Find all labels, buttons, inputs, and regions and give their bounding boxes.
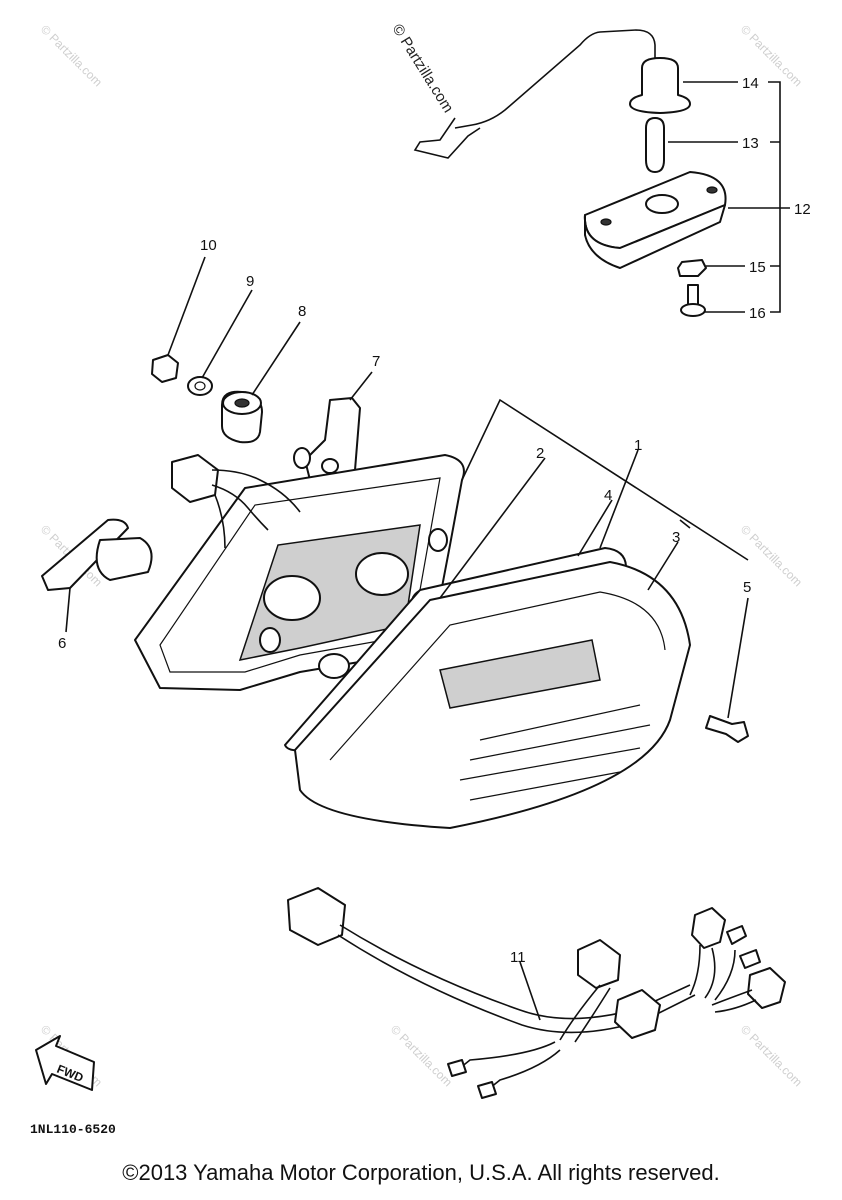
housing-hole bbox=[645, 194, 679, 214]
callout-4: 4 bbox=[604, 487, 612, 504]
leader-1 bbox=[599, 449, 639, 549]
license-light-housing-side bbox=[583, 204, 726, 269]
harness-branch-wires bbox=[559, 944, 757, 1043]
license-light-cable bbox=[454, 29, 656, 129]
fwd-arrow-icon bbox=[35, 1035, 95, 1091]
callout-7: 7 bbox=[372, 353, 380, 370]
harness-plug-e bbox=[726, 925, 747, 945]
fwd-arrow-group: FWD bbox=[35, 1035, 95, 1091]
callout-12: 12 bbox=[794, 201, 811, 218]
watermark-8: © Partzilla.com bbox=[738, 1022, 805, 1089]
bracket-12 bbox=[768, 81, 781, 313]
callout-15: 15 bbox=[749, 259, 766, 276]
callout-5: 5 bbox=[743, 579, 751, 596]
harness-connector-c bbox=[691, 907, 726, 949]
harness-trunk bbox=[337, 924, 696, 1034]
screw-5 bbox=[705, 715, 749, 743]
bulb-2b bbox=[318, 653, 350, 679]
leader-5 bbox=[727, 597, 749, 719]
bracket-1 bbox=[461, 398, 749, 561]
callout-8: 8 bbox=[298, 303, 306, 320]
watermark-top: © Partzilla.com bbox=[389, 21, 457, 116]
lens-assembly bbox=[284, 547, 749, 829]
bulb-1-left bbox=[263, 575, 321, 621]
callout-13: 13 bbox=[742, 135, 759, 152]
base-stud-2 bbox=[259, 627, 281, 653]
harness-connector-b bbox=[614, 989, 661, 1039]
bulb-socket bbox=[629, 57, 691, 114]
base-wires bbox=[211, 469, 301, 549]
housing-screw-hole-1 bbox=[600, 218, 612, 226]
grommet-8-hole bbox=[234, 398, 250, 408]
part-6-group bbox=[41, 518, 153, 633]
watermark-1: © Partzilla.com bbox=[38, 22, 105, 89]
leader-1-sub bbox=[679, 519, 691, 529]
diagram-code: 1NL110-6520 bbox=[30, 1122, 116, 1137]
callout-10: 10 bbox=[200, 237, 217, 254]
nut-15 bbox=[677, 259, 707, 277]
copyright-notice: ©2013 Yamaha Motor Corporation, U.S.A. A… bbox=[122, 1160, 720, 1185]
leader-4 bbox=[577, 499, 613, 557]
harness-connector-d bbox=[747, 967, 786, 1009]
lens-3-inner bbox=[329, 591, 666, 761]
wire-harness-11 bbox=[287, 887, 786, 1099]
license-light-assembly bbox=[413, 29, 727, 317]
leader-11 bbox=[519, 961, 541, 1021]
base-stud-1 bbox=[428, 528, 448, 552]
harness-plug-f bbox=[739, 949, 761, 969]
leader-6 bbox=[65, 587, 71, 633]
bracket-7-hole bbox=[321, 458, 339, 474]
bulb-1-right bbox=[355, 552, 409, 596]
harness-main-connector bbox=[287, 887, 346, 946]
callout-2: 2 bbox=[536, 445, 544, 462]
screw-16-shank bbox=[687, 284, 699, 306]
callout-11: 11 bbox=[510, 949, 526, 966]
taillight-base bbox=[134, 454, 465, 691]
housing-screw-hole-2 bbox=[706, 186, 718, 194]
washer-9 bbox=[187, 376, 213, 396]
leader-lines-right bbox=[668, 81, 790, 313]
lens-3-window bbox=[439, 639, 601, 709]
leader-10 bbox=[167, 256, 206, 356]
harness-lead-wires bbox=[459, 1041, 561, 1089]
callout-1: 1 bbox=[634, 437, 642, 454]
small-parts-group bbox=[151, 256, 373, 489]
bulb bbox=[645, 117, 665, 173]
leader-8 bbox=[251, 321, 301, 396]
callout-9: 9 bbox=[246, 273, 254, 290]
cable-clamp bbox=[413, 117, 481, 159]
harness-terminal-1 bbox=[447, 1059, 467, 1077]
leader-2 bbox=[439, 457, 546, 599]
washer-9-hole bbox=[194, 381, 206, 391]
harness-terminal-2 bbox=[477, 1081, 497, 1099]
watermark-7: © Partzilla.com bbox=[388, 1022, 455, 1089]
bracket-7-stud bbox=[293, 447, 311, 469]
leader-lines-center bbox=[439, 398, 749, 719]
cover-6-plate bbox=[95, 537, 153, 581]
leader-9 bbox=[201, 289, 253, 379]
harness-connector-a bbox=[577, 939, 621, 989]
callout-16: 16 bbox=[749, 305, 766, 322]
nut-10 bbox=[151, 354, 179, 383]
socket-connector bbox=[171, 454, 219, 503]
leader-3 bbox=[647, 541, 679, 591]
cover-6 bbox=[41, 518, 129, 591]
callout-14: 14 bbox=[742, 75, 759, 92]
callout-6: 6 bbox=[58, 635, 66, 652]
screw-16-head bbox=[680, 303, 706, 317]
leader-7 bbox=[349, 371, 373, 401]
callout-3: 3 bbox=[672, 529, 680, 546]
callout-labels: 1 2 3 4 5 6 7 8 9 10 11 12 13 14 15 16 bbox=[58, 75, 811, 966]
lens-3-facets bbox=[459, 704, 651, 801]
